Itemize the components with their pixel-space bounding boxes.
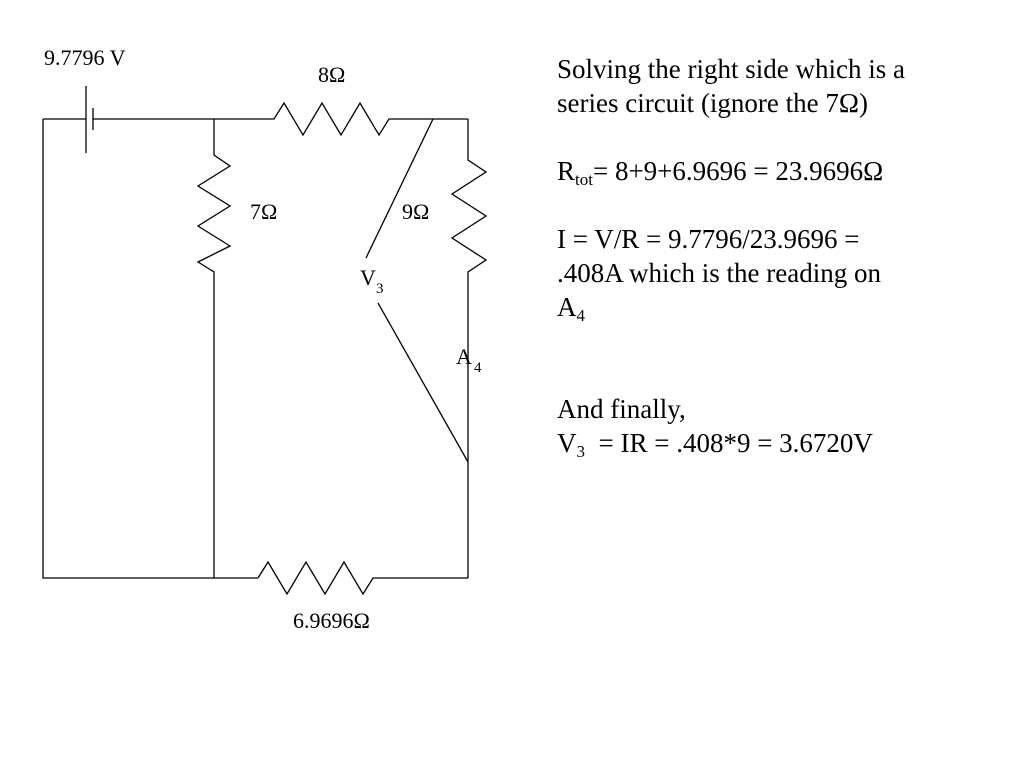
svg-text:A: A	[456, 344, 472, 369]
battery-label: 9.7796 V	[44, 45, 126, 70]
v3-equation: V3 = IR = .408*9 = 3.6720V	[557, 428, 873, 461]
finally-line: And finally,	[557, 394, 686, 424]
resistor-6-9696-ohm	[257, 560, 468, 596]
voltmeter-lead-top	[365, 118, 434, 259]
svg-text:4: 4	[474, 360, 482, 376]
notes-line-2: series circuit (ignore the 7Ω)	[557, 88, 868, 118]
current-line-3: A4	[557, 292, 585, 325]
voltmeter-lead-bottom	[377, 302, 469, 463]
voltmeter-label: V 3	[360, 265, 384, 297]
rtot-equation: Rtot= 8+9+6.9696 = 23.9696Ω	[557, 156, 884, 189]
notes-line-1: Solving the right side which is a	[557, 54, 905, 84]
battery-symbol	[43, 86, 214, 153]
resistor-8-ohm	[214, 101, 468, 137]
r6969-label: 6.9696Ω	[293, 608, 370, 633]
current-line-2: .408A which is the reading on	[557, 258, 881, 288]
resistor-9-ohm	[450, 119, 488, 578]
left-wire	[42, 119, 258, 579]
solution-notes: Solving the right side which is a series…	[557, 52, 1017, 460]
svg-text:3: 3	[376, 281, 384, 297]
r7-label: 7Ω	[250, 199, 277, 224]
resistor-7-ohm	[196, 119, 232, 578]
svg-text:V: V	[360, 265, 376, 290]
current-line-1: I = V/R = 9.7796/23.9696 =	[557, 224, 860, 254]
r8-label: 8Ω	[318, 62, 345, 87]
r9-label: 9Ω	[402, 199, 429, 224]
ammeter-label: A 4	[456, 344, 482, 376]
